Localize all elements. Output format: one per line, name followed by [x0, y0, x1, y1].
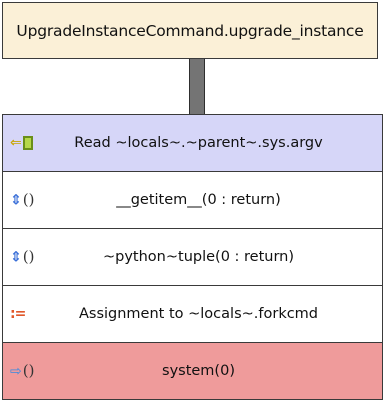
- row-label: Read ~locals~.~parent~.sys.argv: [74, 135, 323, 151]
- row-label: Assignment to ~locals~.forkcmd: [78, 306, 319, 322]
- call-right-icon: ⇨(): [10, 361, 35, 380]
- row-label: ~python~tuple(0 : return): [102, 249, 295, 265]
- row-label: __getitem__(0 : return): [116, 192, 281, 208]
- read-arrow-icon: ⇐: [10, 136, 33, 150]
- call-updown-icon: ⇕(): [10, 247, 35, 266]
- call-updown-icon: ⇕(): [10, 190, 35, 209]
- row-python-tuple[interactable]: ⇕() ~python~tuple(0 : return): [2, 229, 383, 286]
- row-read-argv[interactable]: ⇐ Read ~locals~.~parent~.sys.argv: [2, 114, 383, 172]
- function-title: UpgradeInstanceCommand.upgrade_instance: [16, 21, 364, 40]
- row-label: system(0): [162, 363, 235, 379]
- assign-icon: :=: [10, 306, 26, 322]
- row-assignment-forkcmd[interactable]: := Assignment to ~locals~.forkcmd: [2, 286, 383, 343]
- function-title-box[interactable]: UpgradeInstanceCommand.upgrade_instance: [2, 2, 378, 59]
- connector-bar: [189, 59, 205, 114]
- row-getitem[interactable]: ⇕() __getitem__(0 : return): [2, 172, 383, 229]
- row-system-call[interactable]: ⇨() system(0): [2, 343, 383, 400]
- operation-stack: ⇐ Read ~locals~.~parent~.sys.argv ⇕() __…: [2, 114, 383, 400]
